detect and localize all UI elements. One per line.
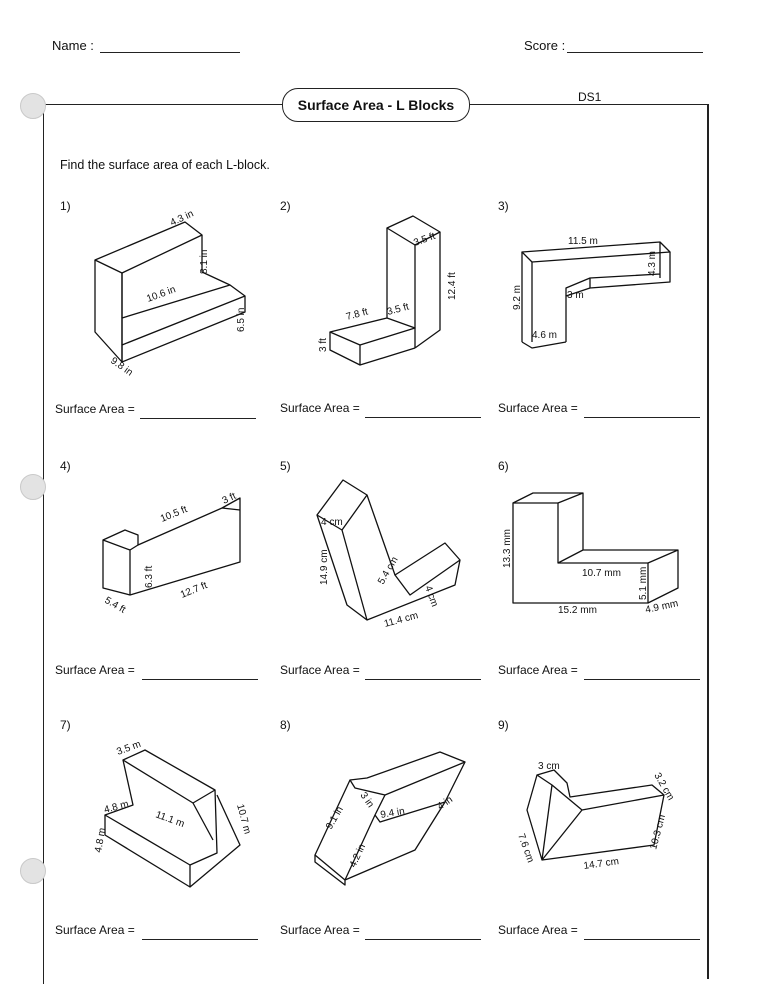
dimension-label: 4.8 m xyxy=(103,799,130,816)
dimension-label: 3.5 ft xyxy=(412,231,437,249)
dimension-label: 14.7 cm xyxy=(583,856,620,872)
dimension-label: 10.6 in xyxy=(145,284,177,305)
l-block-figure-3: 11.5 m 4.3 m 9.2 m 3 m 4.6 m xyxy=(512,236,671,349)
name-label: Name : xyxy=(52,38,94,53)
dimension-label: 3 ft xyxy=(221,491,238,507)
l-block-figure-4: 10.5 ft 3 ft 6.3 ft 12.7 ft 5.4 ft xyxy=(102,491,241,616)
surface-area-label: Surface Area = xyxy=(498,923,578,937)
dimension-label: 10.5 ft xyxy=(159,504,189,525)
surface-area-label: Surface Area = xyxy=(55,923,135,937)
dimension-label: 7.6 cm xyxy=(515,832,536,864)
binder-hole-icon xyxy=(20,474,46,500)
l-block-figure-6: 13.3 mm 10.7 mm 5.1 mm 15.2 mm 4.9 mm xyxy=(502,492,679,616)
surface-area-label: Surface Area = xyxy=(55,663,135,677)
problem-number: 4) xyxy=(60,459,71,473)
dimension-label: 5.4 ft xyxy=(103,595,128,616)
dimension-label: 3 m xyxy=(567,290,584,301)
dimension-label: 15.2 mm xyxy=(558,605,597,616)
l-block-figure-9: 3 cm 3.2 cm 7.6 cm 10.3 cm 14.7 cm xyxy=(515,761,676,872)
score-field[interactable] xyxy=(567,52,703,53)
dimension-label: 11.1 m xyxy=(154,809,186,830)
dimension-label: 10.7 m xyxy=(234,803,253,835)
dimension-label: 9.2 m xyxy=(512,285,523,310)
problem-number: 2) xyxy=(280,199,291,213)
dimension-label: 3.5 ft xyxy=(386,301,411,317)
dimension-label: 12.7 ft xyxy=(179,580,209,601)
surface-area-label: Surface Area = xyxy=(280,401,360,415)
dimension-label: 10.7 mm xyxy=(582,568,621,579)
l-block-figure-8: 9.1 in 3 in 9.4 in 4 in 4.2 in xyxy=(314,751,466,886)
l-block-figure-5: 4 cm 14.9 cm 5.4 cm 4 cm 11.4 cm xyxy=(316,479,461,630)
dimension-label: 11.5 m xyxy=(568,236,598,247)
answer-field[interactable] xyxy=(584,417,700,418)
l-block-figure-1: 4.3 in 8.1 in 10.6 in 6.5 in 9.8 in xyxy=(94,208,247,378)
instructions: Find the surface area of each L-block. xyxy=(60,158,270,172)
dimension-label: 3 in xyxy=(358,790,376,810)
answer-field[interactable] xyxy=(584,939,700,940)
worksheet-title: Surface Area - L Blocks xyxy=(282,88,470,122)
dimension-label: 4.9 mm xyxy=(644,598,679,616)
dimension-label: 4 cm xyxy=(321,517,343,528)
frame-right-border xyxy=(707,104,709,979)
dimension-label: 3.5 m xyxy=(115,739,142,758)
score-label: Score : xyxy=(524,38,566,53)
dimension-label: 4.3 in xyxy=(169,208,196,228)
surface-area-label: Surface Area = xyxy=(498,401,578,415)
name-field[interactable] xyxy=(100,52,240,53)
answer-field[interactable] xyxy=(584,679,700,680)
dimension-label: 3 cm xyxy=(538,761,560,772)
answer-field[interactable] xyxy=(142,939,258,940)
answer-field[interactable] xyxy=(142,679,258,680)
l-block-figure-7: 3.5 m 4.8 m 11.1 m 10.7 m 4.8 m xyxy=(93,739,253,888)
dimension-label: 9.4 in xyxy=(380,806,406,821)
surface-area-label: Surface Area = xyxy=(498,663,578,677)
dimension-label: 7.8 ft xyxy=(345,306,370,322)
surface-area-label: Surface Area = xyxy=(55,402,135,416)
dimension-label: 4 in xyxy=(435,794,455,812)
answer-field[interactable] xyxy=(365,939,481,940)
dimension-label: 3 ft xyxy=(318,338,329,352)
dimension-label: 4.8 m xyxy=(93,827,108,854)
dimension-label: 5.4 cm xyxy=(376,555,401,586)
problem-number: 7) xyxy=(60,718,71,732)
surface-area-label: Surface Area = xyxy=(280,663,360,677)
dimension-label: 13.3 mm xyxy=(502,529,513,568)
problem-number: 5) xyxy=(280,459,291,473)
binder-hole-icon xyxy=(20,93,46,119)
surface-area-label: Surface Area = xyxy=(280,923,360,937)
dimension-label: 9.1 in xyxy=(324,805,346,832)
problem-number: 8) xyxy=(280,718,291,732)
frame-left-border xyxy=(43,104,44,984)
dimension-label: 6.3 ft xyxy=(144,566,155,588)
dimension-label: 4.6 m xyxy=(532,330,557,341)
problem-number: 3) xyxy=(498,199,509,213)
dimension-label: 12.4 ft xyxy=(447,272,458,300)
dimension-label: 10.3 cm xyxy=(648,814,668,851)
l-block-figure-2: 3.5 ft 12.4 ft 7.8 ft 3.5 ft 3 ft xyxy=(318,215,458,366)
problem-number: 9) xyxy=(498,718,509,732)
binder-hole-icon xyxy=(20,858,46,884)
dimension-label: 6.5 in xyxy=(236,308,247,332)
worksheet-code: DS1 xyxy=(578,90,602,104)
answer-field[interactable] xyxy=(140,418,256,419)
answer-field[interactable] xyxy=(365,679,481,680)
problem-number: 6) xyxy=(498,459,509,473)
dimension-label: 5.1 mm xyxy=(638,567,649,600)
dimension-label: 8.1 in xyxy=(199,250,210,274)
dimension-label: 4.2 in xyxy=(348,842,368,869)
problem-number: 1) xyxy=(60,199,71,213)
dimension-label: 11.4 cm xyxy=(383,610,420,630)
dimension-label: 4.3 m xyxy=(647,251,658,276)
dimension-label: 14.9 cm xyxy=(319,549,330,585)
answer-field[interactable] xyxy=(365,417,481,418)
